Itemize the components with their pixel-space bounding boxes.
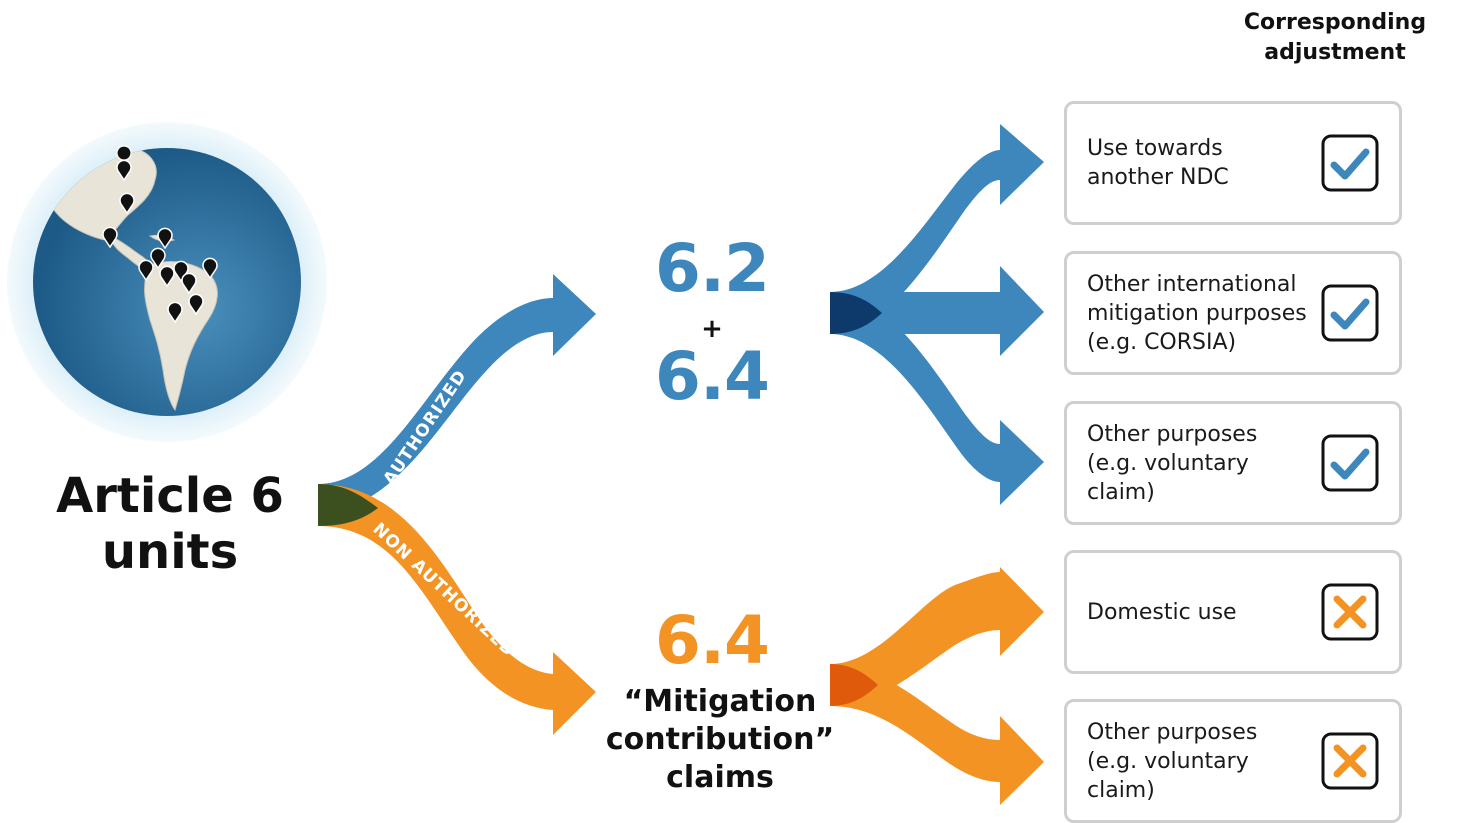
outcome-text: Other international mitigation purposes … [1087, 271, 1307, 355]
check-icon [1321, 284, 1379, 342]
cross-icon [1321, 732, 1379, 790]
origin-overlap [318, 484, 378, 526]
check-icon [1321, 134, 1379, 192]
authorized-target-top: 6.2 [655, 230, 770, 307]
location-pins [116, 145, 132, 161]
outcome-box: Domestic use [1064, 550, 1402, 674]
check-icon [1321, 434, 1379, 492]
outcome-text: Other purposes (e.g. voluntary claim) [1087, 719, 1258, 803]
article-6-units-title: Article 6 units [56, 468, 284, 580]
authorized-fan [830, 124, 1044, 505]
non-authorized-fan [830, 567, 1044, 805]
non-authorized-target-number: 6.4 [655, 602, 770, 679]
outcome-text: Use towards another NDC [1087, 136, 1229, 190]
outcome-text: Domestic use [1087, 599, 1237, 625]
authorized-target-bottom: 6.4 [655, 338, 770, 415]
non-authorized-arrow [318, 484, 596, 735]
outcome-box: Use towards another NDC [1064, 101, 1402, 225]
outcome-box: Other purposes (e.g. voluntary claim) [1064, 401, 1402, 525]
authorized-arrow [318, 274, 596, 512]
outcome-text: Other purposes (e.g. voluntary claim) [1087, 421, 1258, 505]
outcome-box: Other international mitigation purposes … [1064, 251, 1402, 375]
outcome-box: Other purposes (e.g. voluntary claim) [1064, 699, 1402, 823]
non-authorized-label: NON AUTHORIZED [369, 519, 519, 661]
corresponding-adjustment-header: Corresponding adjustment [1243, 10, 1427, 65]
mitigation-contribution-claims: “Mitigation contribution” claims [605, 684, 835, 795]
authorized-target-plus: + [701, 314, 723, 344]
cross-icon [1321, 583, 1379, 641]
authorized-label: AUTHORIZED [380, 366, 472, 488]
